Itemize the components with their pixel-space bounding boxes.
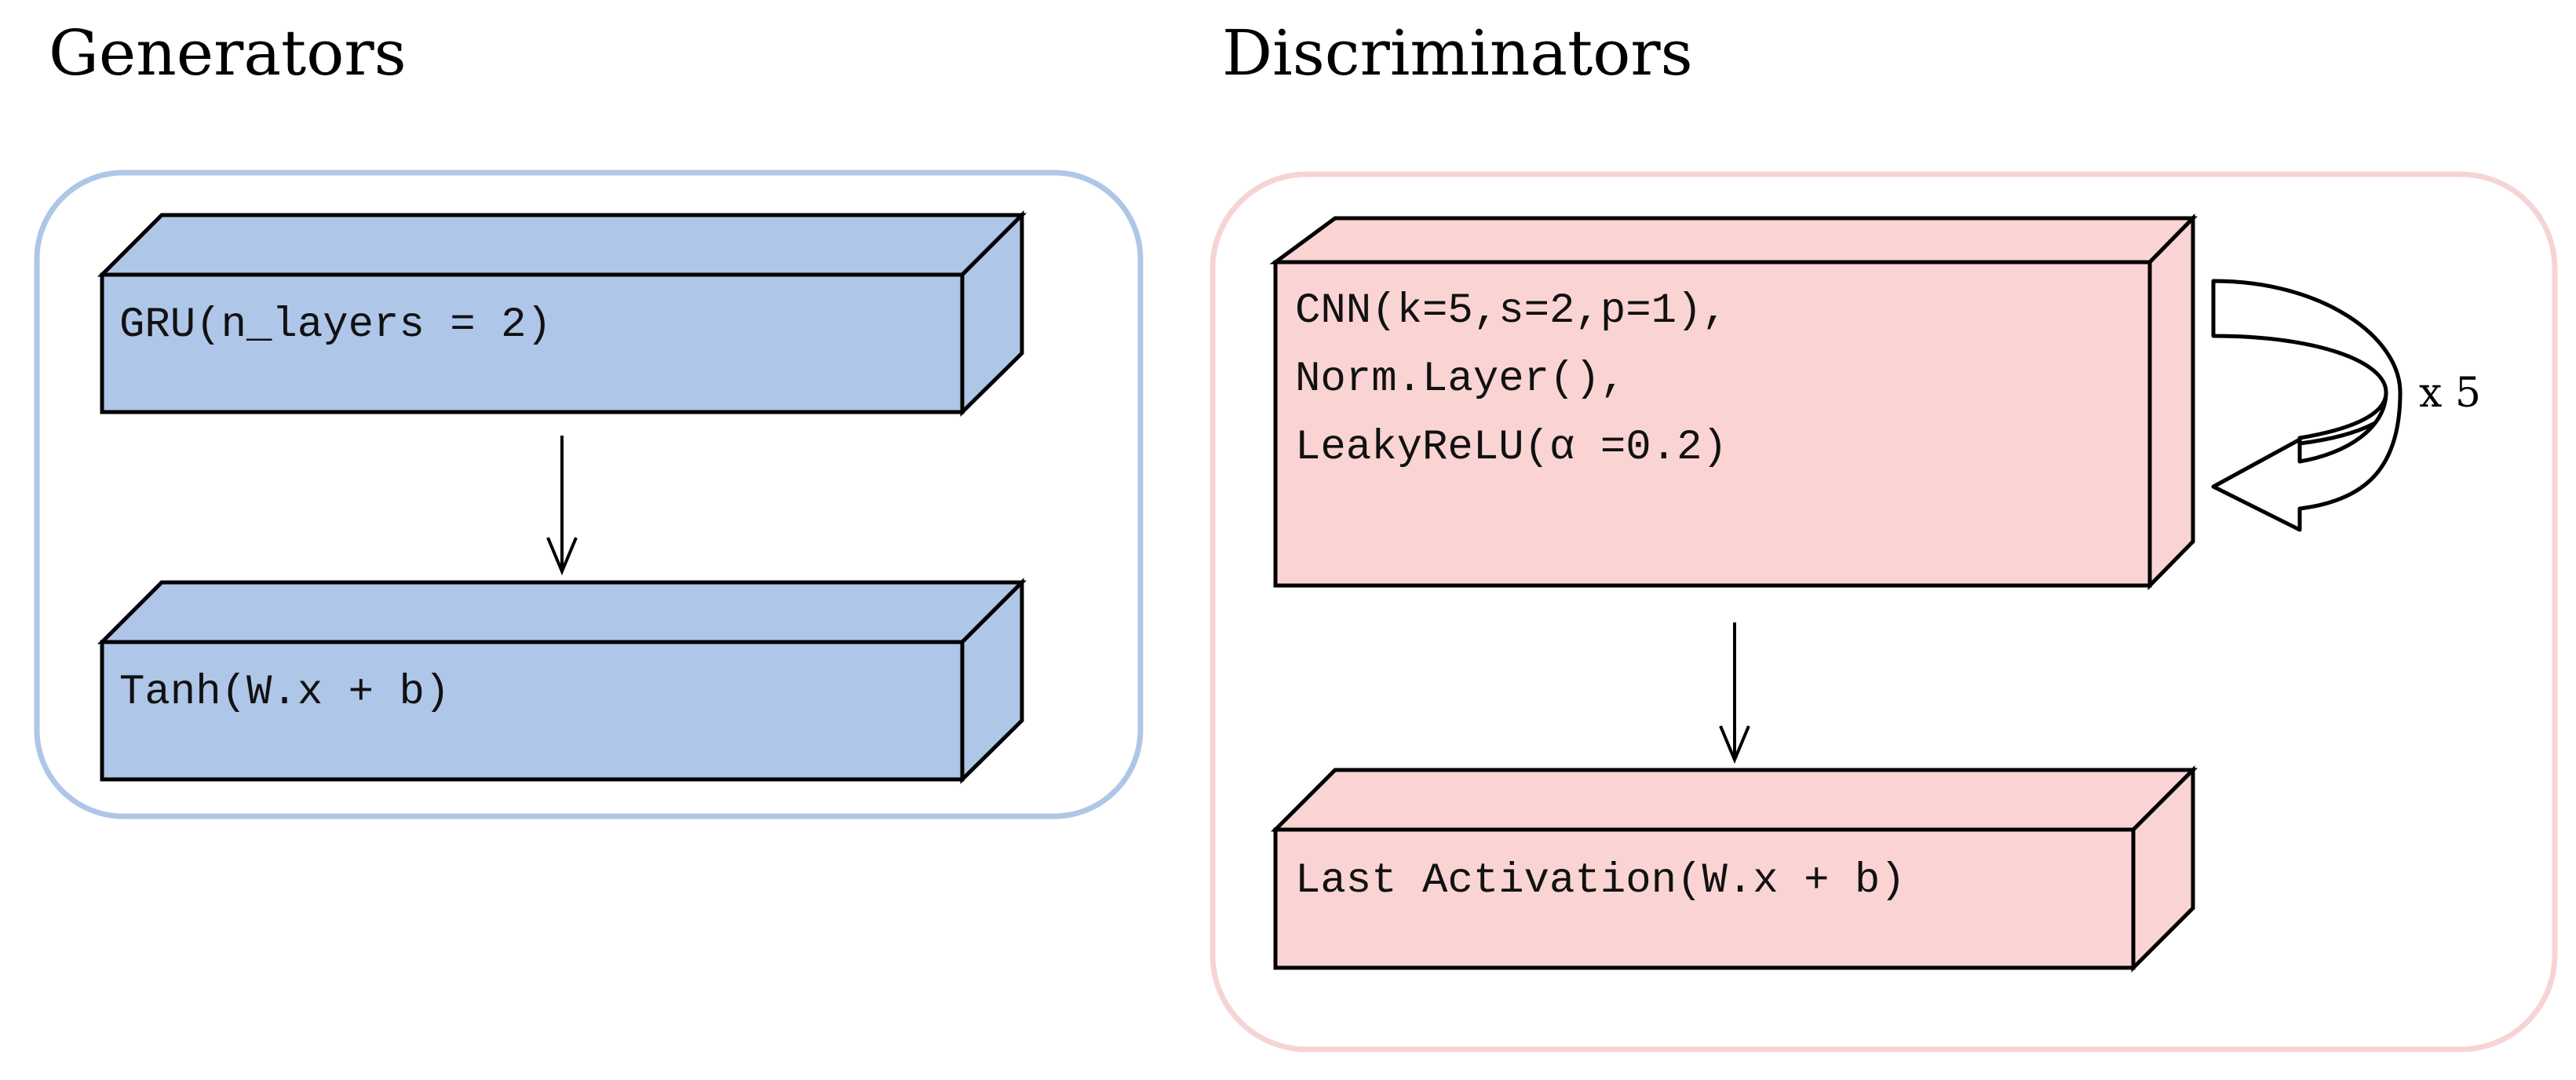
gru-block: GRU(n_layers = 2): [97, 210, 1027, 417]
tanh-label: Tanh(W.x + b): [119, 669, 450, 717]
generators-group: [34, 170, 1144, 819]
gru-label: GRU(n_layers = 2): [119, 301, 552, 349]
generator-arrow: [546, 436, 578, 576]
discriminators-title: Discriminators: [1222, 16, 1693, 89]
last-activation-block: Last Activation(W.x + b): [1270, 764, 2198, 973]
discriminator-arrow: [1719, 622, 1750, 764]
last-activation-label: Last Activation(W.x + b): [1295, 857, 1906, 905]
repeat-count-label: x 5: [2419, 370, 2481, 417]
cnn-block: CNN(k=5,s=2,p=1), Norm.Layer(), LeakyReL…: [1269, 213, 2198, 591]
cnn-line-3: LeakyReLU(α =0.2): [1295, 424, 1728, 472]
tanh-block: Tanh(W.x + b): [97, 577, 1027, 784]
discriminators-group: [1210, 171, 2558, 1053]
generators-title: Generators: [49, 16, 407, 89]
repeat-arrow-icon: [2211, 279, 2403, 532]
cnn-line-2: Norm.Layer(),: [1295, 356, 1626, 403]
cnn-line-1: CNN(k=5,s=2,p=1),: [1295, 287, 1728, 335]
